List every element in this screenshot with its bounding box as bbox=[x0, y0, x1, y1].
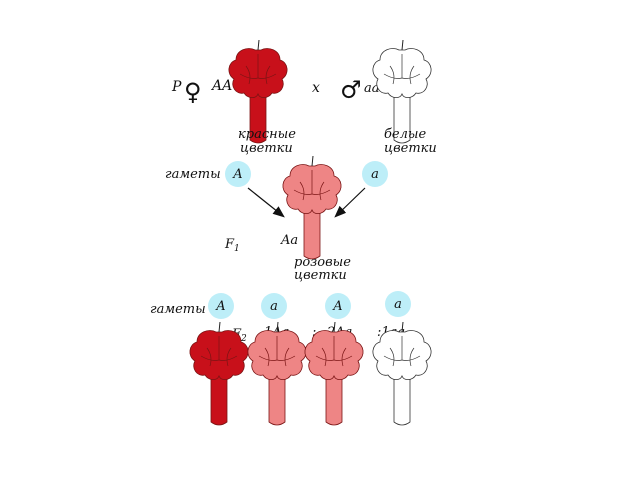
gamete-letter: A bbox=[215, 299, 225, 314]
flower-veins bbox=[200, 336, 238, 367]
p-label: P bbox=[171, 79, 182, 95]
gamete-letter: a bbox=[371, 167, 379, 182]
flower-veins bbox=[258, 336, 296, 367]
red-caption-line1: красные bbox=[238, 127, 296, 142]
white-caption-line2: цветки bbox=[384, 141, 437, 156]
f1-genotype: Aa bbox=[280, 233, 298, 248]
flower-veins bbox=[383, 336, 421, 367]
flower-tube bbox=[268, 373, 286, 426]
flower-white-parent bbox=[372, 39, 432, 144]
arrow-left bbox=[247, 187, 285, 218]
gamete-A-f1-2: A bbox=[325, 293, 351, 319]
flower-veins bbox=[315, 336, 353, 367]
flower-tube bbox=[303, 207, 321, 260]
gamete-circle bbox=[325, 293, 351, 319]
male-genotype: aa bbox=[364, 81, 380, 96]
flower-veins bbox=[239, 54, 277, 85]
flower-f2-white bbox=[372, 321, 432, 426]
f2-separator-1: : bbox=[312, 325, 316, 340]
f1-caption-line1: розовые bbox=[294, 255, 351, 270]
flower-f2-pink-1 bbox=[247, 321, 307, 426]
gamete-circle bbox=[385, 291, 411, 317]
gamete-letter: a bbox=[394, 297, 402, 312]
flower-tube bbox=[325, 373, 343, 426]
cross-sign: x bbox=[312, 80, 320, 96]
gamete-A-f1-1: A bbox=[208, 293, 234, 319]
gamete-circle bbox=[362, 161, 388, 187]
arrow-right bbox=[334, 187, 366, 218]
flower-f2-red bbox=[189, 321, 249, 426]
flower-stamen bbox=[401, 321, 404, 333]
gametes-label-p: гаметы bbox=[165, 167, 221, 182]
gamete-a-f1-1: a bbox=[261, 293, 287, 319]
flower-pink-f1 bbox=[282, 155, 342, 260]
female-genotype: AA bbox=[210, 78, 232, 94]
white-caption-line1: белые bbox=[384, 127, 426, 142]
male-symbol: ♂ bbox=[340, 76, 362, 104]
flower-stamen bbox=[218, 321, 221, 333]
gamete-letter: A bbox=[232, 167, 242, 182]
gamete-a-p: a bbox=[362, 161, 388, 187]
female-symbol: ♀ bbox=[184, 78, 202, 106]
f1-caption-line2: цветки bbox=[294, 268, 347, 283]
gamete-letter: A bbox=[332, 299, 342, 314]
flower-veins bbox=[383, 54, 421, 85]
flower-tube bbox=[393, 373, 411, 426]
gamete-circle bbox=[208, 293, 234, 319]
flower-stamen bbox=[257, 39, 260, 51]
gamete-A-p: A bbox=[225, 161, 251, 187]
gametes-label-f1: гаметы bbox=[150, 302, 206, 317]
red-caption-line2: цветки bbox=[240, 141, 293, 156]
f1-label: F1 bbox=[224, 237, 240, 254]
flower-tube bbox=[210, 373, 228, 426]
flower-f2-pink-2 bbox=[304, 321, 364, 426]
flower-stamen bbox=[401, 39, 404, 51]
flower-veins bbox=[293, 170, 331, 201]
gamete-a-f1-2: a bbox=[385, 291, 411, 317]
gamete-circle bbox=[225, 161, 251, 187]
flower-tube bbox=[393, 91, 411, 144]
flower-red-parent bbox=[228, 39, 288, 144]
flower-stamen bbox=[276, 321, 279, 333]
gamete-letter: a bbox=[270, 299, 278, 314]
flower-tube bbox=[249, 91, 267, 144]
gamete-circle bbox=[261, 293, 287, 319]
flower-stamen bbox=[311, 155, 314, 167]
flower-stamen bbox=[333, 321, 336, 333]
